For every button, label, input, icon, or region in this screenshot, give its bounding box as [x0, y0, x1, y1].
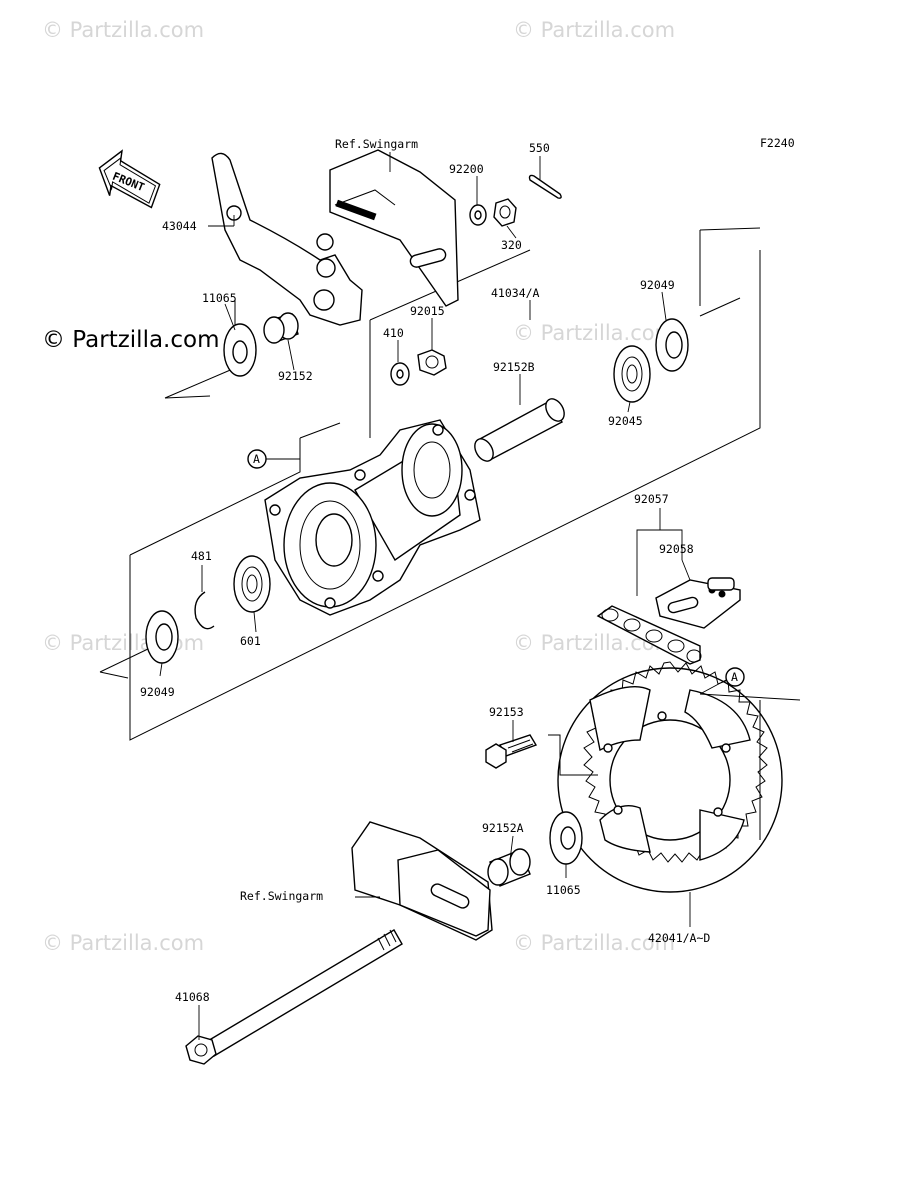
label-11065-bottom: 11065 — [546, 883, 581, 897]
rear-sprocket-42041 — [557, 661, 783, 893]
leader-lines — [159, 152, 691, 1040]
label-550: 550 — [529, 141, 550, 155]
watermark: © Partzilla.com — [42, 18, 204, 42]
label-92152: 92152 — [278, 369, 313, 383]
label-92200: 92200 — [449, 162, 484, 176]
brake-bracket-43044 — [211, 152, 363, 326]
axle-nut-group — [469, 174, 562, 227]
drive-chain-92057 — [596, 577, 741, 665]
label-92152b: 92152B — [493, 360, 535, 374]
bearing-seal-left — [145, 555, 271, 664]
label-481: 481 — [191, 549, 212, 563]
svg-text:A: A — [731, 670, 738, 684]
label-92058: 92058 — [659, 542, 694, 556]
label-43044: 43044 — [162, 219, 197, 233]
spacer-tube-92152b — [474, 398, 565, 462]
label-41068: 41068 — [175, 990, 210, 1004]
watermark: © Partzilla.com — [513, 18, 675, 42]
washer-nut-410-92015 — [390, 349, 447, 386]
svg-text:A: A — [253, 452, 260, 466]
swingarm-ref-top — [329, 149, 459, 307]
seal-and-collar-top — [223, 312, 299, 377]
label-92045: 92045 — [608, 414, 643, 428]
label-42041: 42041/A~D — [648, 931, 710, 945]
label-92152a: 92152A — [482, 821, 524, 835]
label-92049-bottom: 92049 — [140, 685, 175, 699]
label-ref-swingarm-top: Ref.Swingarm — [335, 137, 418, 151]
label-92049-top: 92049 — [640, 278, 675, 292]
label-ref-swingarm-bottom: Ref.Swingarm — [240, 889, 323, 903]
label-410: 410 — [383, 326, 404, 340]
label-92057: 92057 — [634, 492, 669, 506]
callout-a-left: A — [247, 449, 267, 469]
label-92015: 92015 — [410, 304, 445, 318]
figure-code: F2240 — [760, 136, 795, 150]
watermark: © Partzilla.com — [513, 321, 675, 345]
sprocket-bolt-92153 — [485, 734, 538, 769]
wheel-hub — [264, 419, 481, 616]
label-601: 601 — [240, 634, 261, 648]
bearing-seal-right — [613, 318, 689, 403]
swingarm-ref-bottom — [351, 821, 493, 941]
watermark: © Partzilla.com — [513, 931, 675, 955]
front-arrow-icon: FRONT — [98, 149, 161, 209]
collar-seal-bottom — [487, 811, 583, 887]
callout-a-right: A — [725, 667, 745, 687]
watermark: © Partzilla.com — [42, 931, 204, 955]
label-92153: 92153 — [489, 705, 524, 719]
label-41034a: 41034/A — [491, 286, 540, 300]
label-320: 320 — [501, 238, 522, 252]
label-11065-top: 11065 — [202, 291, 237, 305]
watermark: © Partzilla.com — [42, 631, 204, 655]
watermark-prominent: © Partzilla.com — [42, 327, 220, 353]
rear-axle-41068 — [185, 929, 403, 1065]
part-labels: Ref.Swingarm 550 92200 43044 320 11065 4… — [140, 137, 710, 1004]
